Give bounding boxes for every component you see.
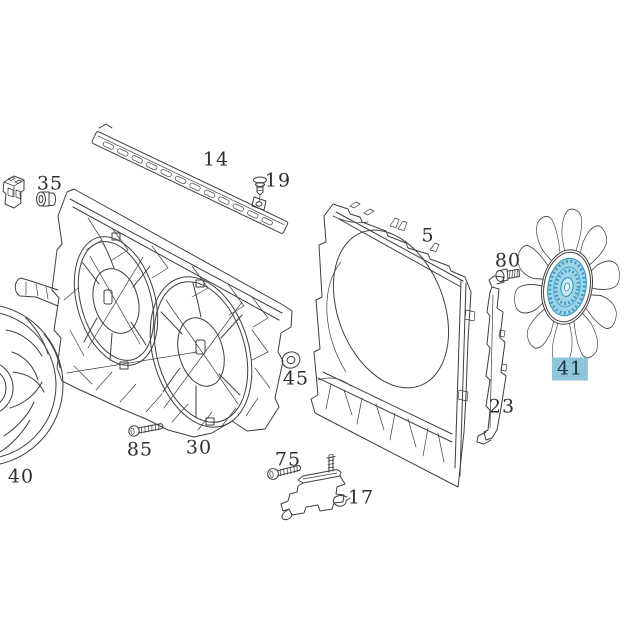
part-label-85[interactable]: 85: [126, 438, 154, 461]
part-17-mounting-bracket[interactable]: [280, 453, 351, 521]
part-label-40[interactable]: 40: [7, 465, 35, 488]
support-rod-line: [66, 351, 198, 374]
part-label-14[interactable]: 14: [202, 148, 230, 171]
part-80-bolt[interactable]: [495, 268, 520, 282]
part-label-30[interactable]: 30: [185, 436, 213, 459]
part-label-17[interactable]: 17: [347, 486, 375, 509]
part-label-19[interactable]: 19: [264, 169, 292, 192]
part-label-45[interactable]: 45: [282, 367, 310, 390]
leader-line-19: [258, 195, 261, 203]
part-23-side-bracket[interactable]: [476, 275, 508, 445]
left-edge-connector[interactable]: [2, 175, 25, 209]
part-14-air-baffle[interactable]: [91, 123, 289, 234]
part-label-23[interactable]: 23: [488, 395, 516, 418]
part-41-viscous-fan[interactable]: [513, 207, 621, 366]
part-19-push-clip[interactable]: [253, 176, 267, 203]
part-label-35[interactable]: 35: [36, 172, 64, 195]
part-40-auxiliary-fan[interactable]: [0, 304, 64, 466]
part-35-bushing[interactable]: [36, 191, 57, 207]
part-label-80[interactable]: 80: [494, 249, 522, 272]
part-label-75[interactable]: 75: [274, 448, 302, 471]
part-label-41[interactable]: 41: [551, 357, 589, 381]
part-30-twin-fan-shroud[interactable]: [14, 188, 293, 439]
part-5-fan-shroud-frame[interactable]: [310, 201, 476, 488]
part-label-5[interactable]: 5: [421, 224, 435, 247]
part-75-screw[interactable]: [267, 464, 302, 481]
part-85-screw[interactable]: [128, 422, 164, 437]
viscous-clutch-hub: [541, 249, 593, 325]
part-45-grommet[interactable]: [280, 349, 302, 370]
